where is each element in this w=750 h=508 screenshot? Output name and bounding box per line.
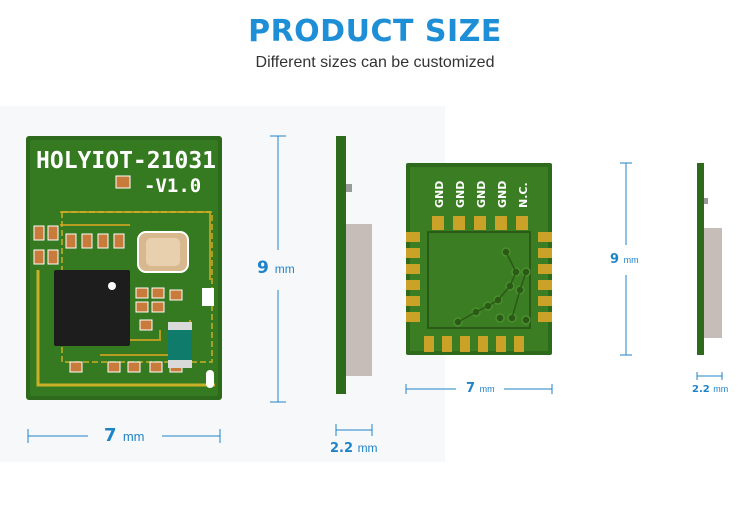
front-width-dimension-line [27, 429, 221, 443]
front-silkscreen-version: -V1.0 [144, 175, 201, 197]
front-thickness-label: 2.2 mm [330, 441, 378, 456]
front-side-profile [336, 136, 372, 394]
back-height-dimension-line [620, 162, 632, 356]
front-module-board: HOLYIOT-21031 -V1.0 [26, 136, 222, 400]
pin-label-5: N.C. [517, 182, 530, 208]
front-width-label: 7 mm [104, 425, 145, 446]
front-thickness-dimension-line [335, 424, 373, 436]
front-height-dimension-line [270, 135, 286, 403]
pin-label-3: GND [475, 181, 488, 208]
front-height-label: 9 mm [257, 258, 295, 278]
pin-label-4: GND [496, 181, 509, 208]
back-thickness-label: 2.2 mm [692, 384, 729, 395]
back-width-dimension-line [405, 384, 553, 394]
back-width-label: 7 mm [466, 381, 495, 396]
chip-icon [54, 270, 130, 346]
back-module-board: GND GND GND GND N.C. [406, 163, 552, 355]
page-title: PRODUCT SIZE [248, 14, 502, 49]
front-silkscreen-model: HOLYIOT-21031 [36, 148, 216, 174]
back-thickness-dimension-line [696, 372, 723, 380]
pin-label-1: GND [433, 181, 446, 208]
back-height-label: 9 mm [610, 252, 639, 267]
back-side-profile [697, 163, 722, 355]
page-subtitle: Different sizes can be customized [255, 54, 495, 71]
pin-label-2: GND [454, 181, 467, 208]
